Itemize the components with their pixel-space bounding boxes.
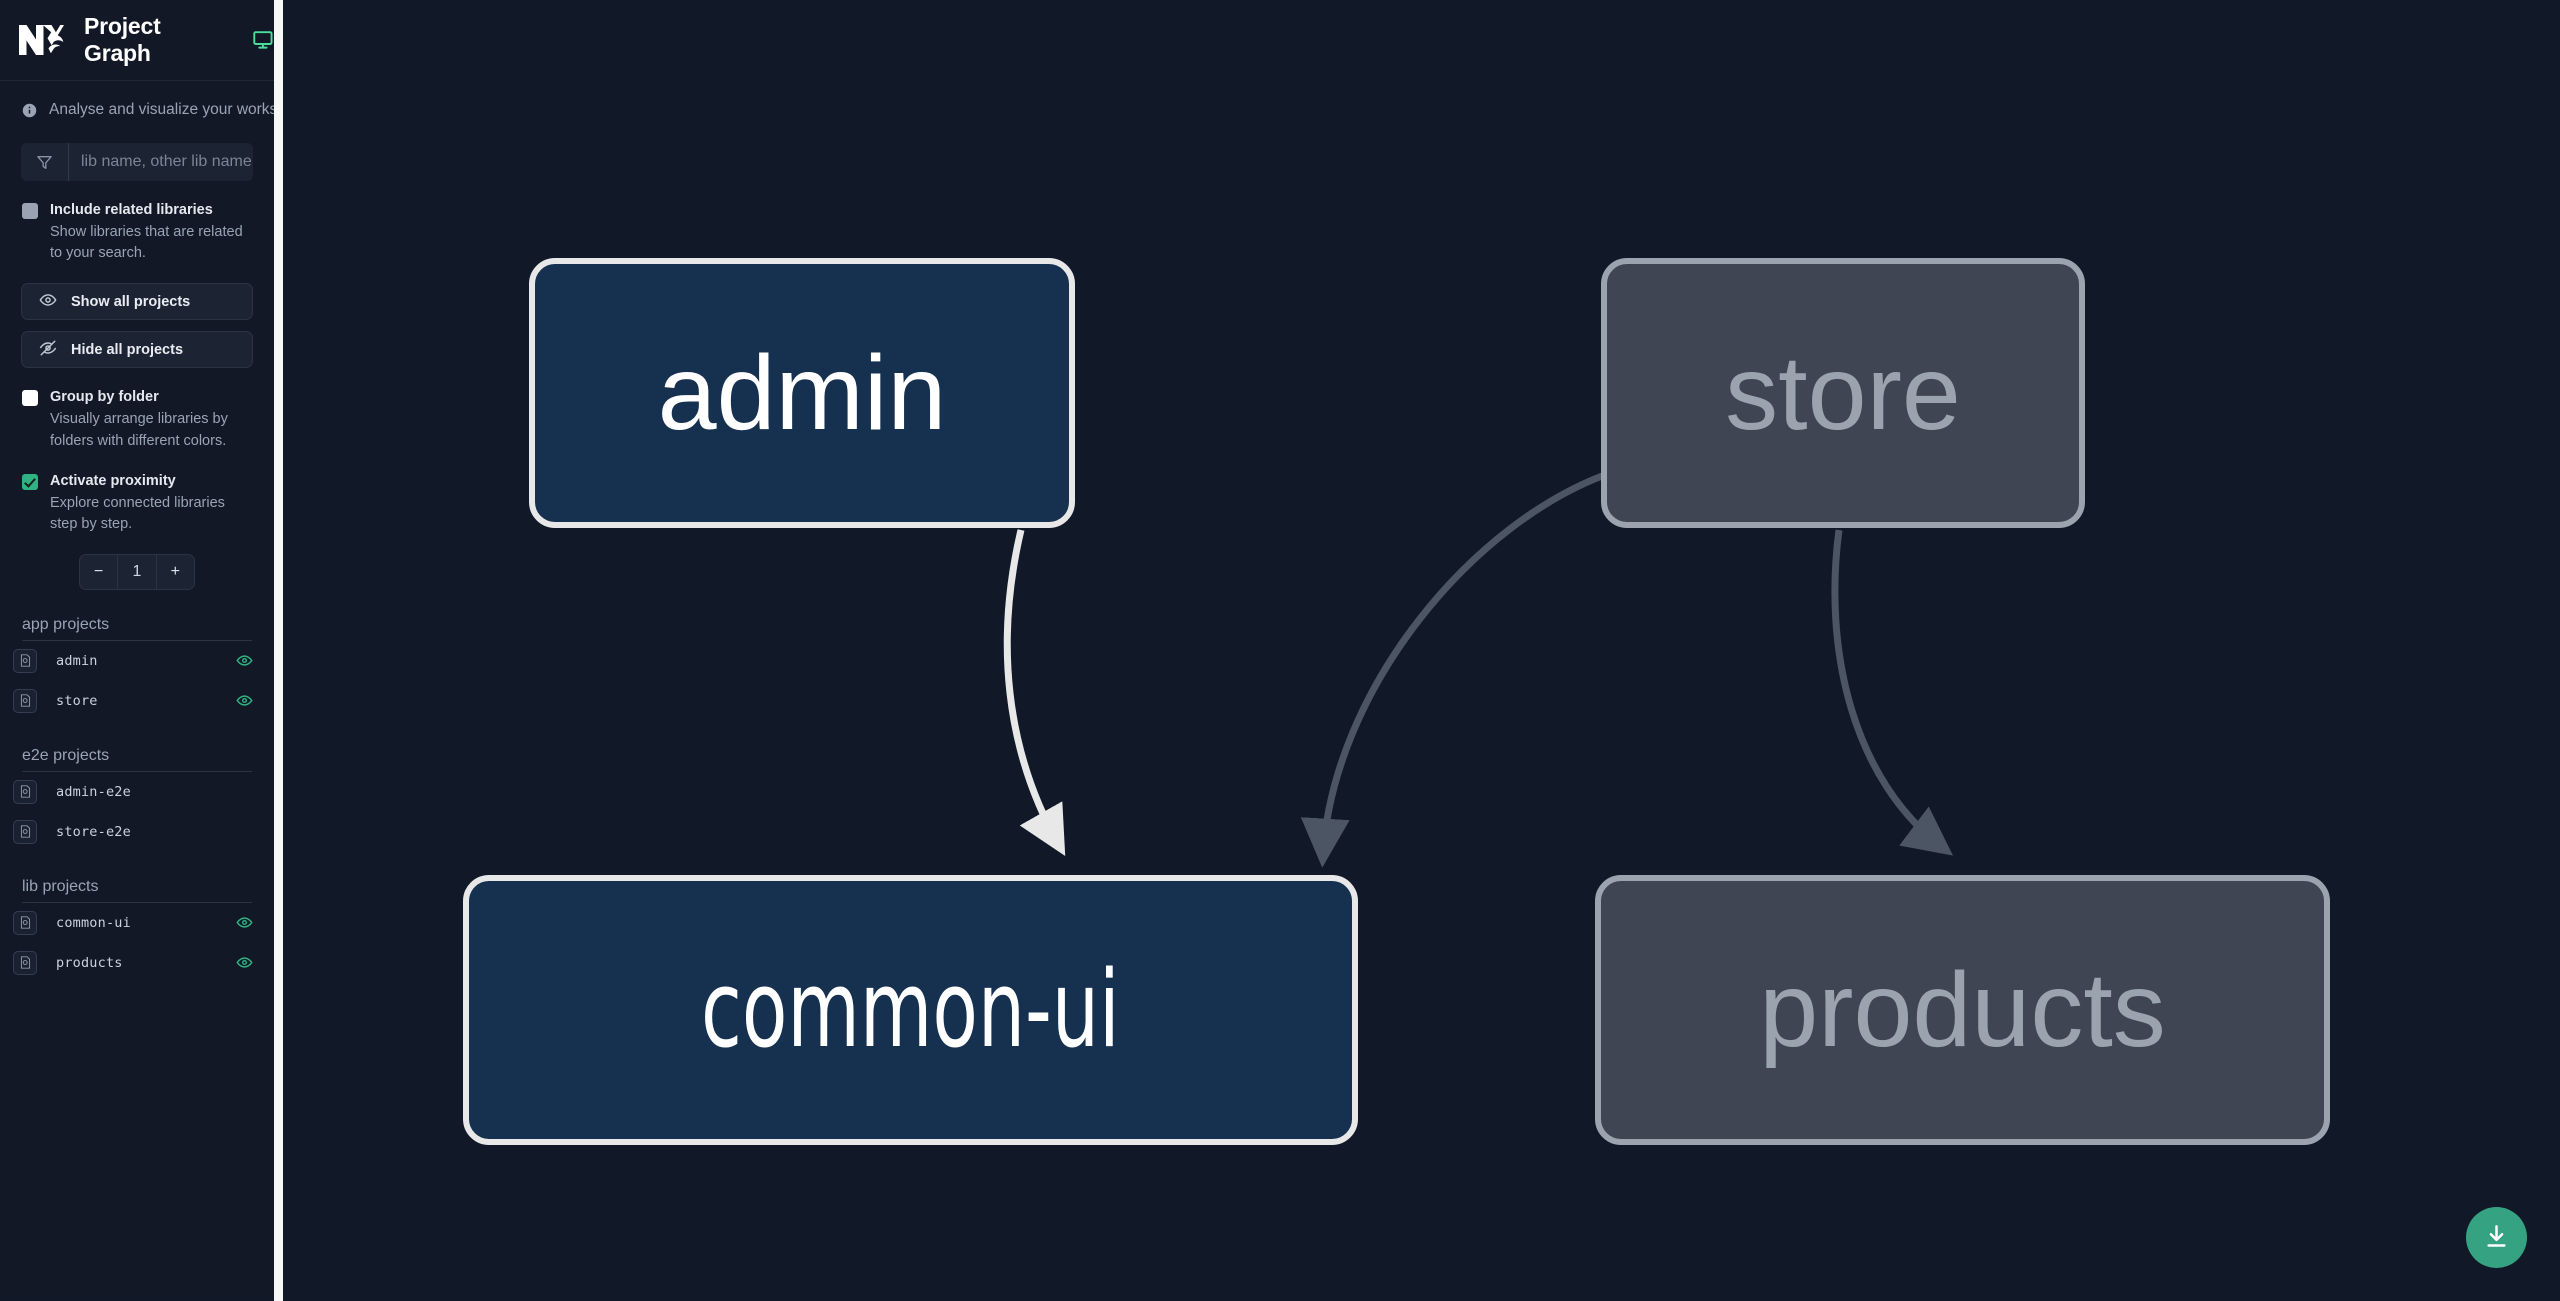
show-all-projects-button[interactable]: Show all projects (21, 283, 253, 321)
project-group-lib: lib projects common-ui products (0, 878, 274, 983)
project-visibility-eye-icon[interactable] (236, 692, 253, 709)
eye-icon (39, 291, 57, 313)
project-row-admin[interactable]: admin (0, 641, 274, 681)
option-description: Show libraries that are related to your … (50, 224, 243, 262)
graph-node-store[interactable]: store (1601, 258, 2085, 528)
project-name: store (56, 692, 98, 709)
graph-node-products[interactable]: products (1595, 875, 2330, 1145)
project-row-common-ui[interactable]: common-ui (0, 903, 274, 943)
graph-node-label: products (1759, 951, 2166, 1069)
proximity-stepper[interactable]: − 1 + (79, 553, 195, 590)
sidebar-divider (274, 0, 283, 1301)
project-name: store-e2e (56, 823, 131, 840)
monitor-icon[interactable] (252, 29, 274, 51)
project-name: admin-e2e (56, 783, 131, 800)
nx-logo-icon (17, 22, 64, 58)
option-label: Include related libraries (50, 202, 213, 218)
tagline: Analyse and visualize your workspace. (0, 81, 274, 135)
option-activate-proximity[interactable]: Activate proximity Explore connected lib… (0, 452, 274, 535)
project-group-title: lib projects (22, 877, 99, 895)
project-row-products[interactable]: products (0, 943, 274, 983)
download-graph-button[interactable] (2466, 1207, 2527, 1268)
tagline-text: Analyse and visualize your workspace. (49, 101, 274, 118)
project-icon (13, 950, 37, 975)
project-group-app: app projects admin store (0, 616, 274, 721)
download-icon (2483, 1223, 2510, 1253)
hide-all-projects-button[interactable]: Hide all projects (21, 331, 253, 369)
sidebar: Project Graph Analyse and visualize your… (0, 0, 274, 1297)
project-graph-canvas[interactable]: admin store common-ui products (283, 0, 2560, 1301)
divider (22, 639, 252, 641)
divider (22, 901, 252, 903)
divider (22, 770, 252, 772)
search-input[interactable] (69, 143, 253, 181)
project-icon (13, 648, 37, 673)
project-group-e2e: e2e projects admin-e2e store-e2e (0, 747, 274, 852)
project-row-store[interactable]: store (0, 681, 274, 721)
project-group-title: e2e projects (22, 746, 110, 764)
sidebar-header: Project Graph (0, 0, 274, 81)
filter-icon[interactable] (21, 143, 69, 181)
search-bar[interactable] (21, 143, 253, 181)
project-icon (13, 688, 37, 713)
option-description: Explore connected libraries step by step… (50, 494, 225, 532)
edge-store-to-products (1831, 529, 1954, 856)
project-row-store-e2e[interactable]: store-e2e (0, 812, 274, 852)
option-description: Visually arrange libraries by folders wi… (50, 411, 228, 449)
proximity-value: 1 (117, 554, 155, 589)
eye-off-icon (39, 339, 57, 361)
option-label: Activate proximity (50, 472, 176, 489)
graph-node-label: store (1725, 334, 1961, 452)
project-visibility-eye-icon[interactable] (236, 652, 253, 669)
edge-store-to-common-ui (1300, 468, 1615, 868)
graph-node-admin[interactable]: admin (529, 258, 1075, 528)
visibility-buttons: Show all projects Hide all projects (21, 283, 253, 369)
project-name: products (56, 954, 123, 971)
group-by-folder-checkbox[interactable] (22, 390, 38, 407)
graph-node-common-ui[interactable]: common-ui (463, 875, 1358, 1145)
project-visibility-eye-icon[interactable] (236, 914, 253, 931)
edge-admin-to-common-ui (1003, 529, 1066, 856)
proximity-decrement-button[interactable]: − (93, 562, 104, 580)
option-label: Group by folder (50, 389, 159, 406)
activate-proximity-checkbox[interactable] (22, 473, 38, 490)
graph-node-label: admin (657, 334, 947, 452)
graph-node-label: common-ui (701, 948, 1120, 1071)
project-name: admin (56, 652, 98, 669)
page-title: Project Graph (84, 13, 161, 66)
project-icon (13, 910, 37, 935)
project-group-title: app projects (22, 615, 110, 633)
project-row-admin-e2e[interactable]: admin-e2e (0, 772, 274, 812)
show-all-projects-label: Show all projects (71, 293, 191, 310)
option-group-by-folder[interactable]: Group by folder Visually arrange librari… (0, 368, 274, 451)
option-include-related-libraries[interactable]: Include related libraries Show libraries… (0, 181, 274, 264)
info-icon (22, 103, 37, 118)
project-icon (13, 819, 37, 844)
project-name: common-ui (56, 914, 131, 931)
project-icon (13, 779, 37, 804)
proximity-increment-button[interactable]: + (155, 554, 194, 589)
project-visibility-eye-icon[interactable] (236, 954, 253, 971)
include-related-checkbox[interactable] (22, 203, 38, 219)
hide-all-projects-label: Hide all projects (71, 341, 184, 358)
